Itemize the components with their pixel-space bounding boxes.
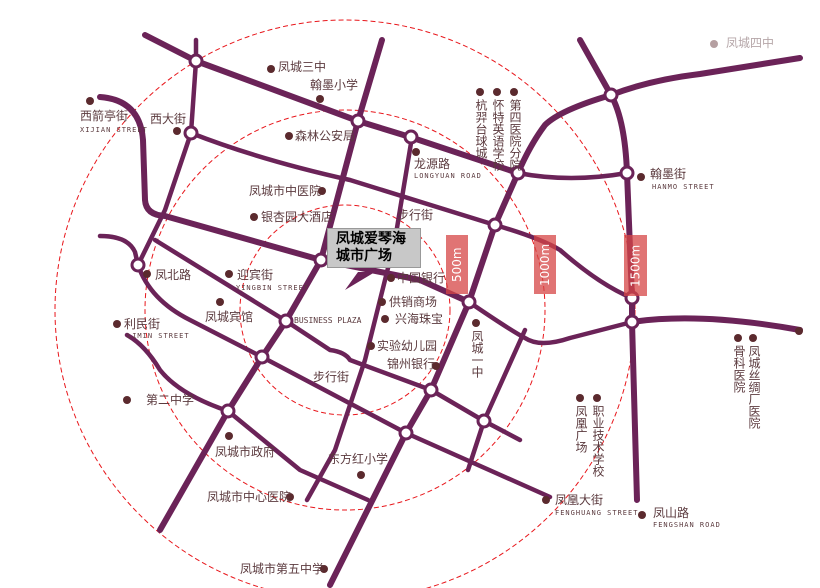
- street-label: 西大街: [150, 112, 187, 126]
- poi-dot[interactable]: [637, 173, 645, 181]
- street-label-en: XIJIAN STREET: [80, 126, 148, 134]
- poi-dot[interactable]: [510, 88, 518, 96]
- callout-pointer: [345, 272, 375, 290]
- street-label-en: FENGHUANG STREET: [555, 509, 639, 517]
- poi-dot[interactable]: [267, 65, 275, 73]
- poi-dot[interactable]: [378, 298, 386, 306]
- poi-label[interactable]: 凤城三中: [278, 60, 327, 74]
- road-longyuan-south: [304, 134, 415, 503]
- street-label: 利民街: [124, 317, 161, 331]
- poi-dot[interactable]: [143, 270, 151, 278]
- poi-label[interactable]: 中国银行: [397, 271, 446, 285]
- poi-dot[interactable]: [216, 298, 224, 306]
- poi-label[interactable]: 怀特英语学校: [491, 99, 505, 171]
- street-label-en: BUSINESS PLAZA: [294, 316, 362, 325]
- poi-dot[interactable]: [225, 270, 233, 278]
- poi-label[interactable]: 锦州银行: [387, 357, 436, 371]
- road-longyuan: [188, 130, 635, 301]
- street-label: 凤山路: [653, 506, 690, 520]
- project-callout[interactable]: 凤城爱琴海 城市广场: [327, 228, 421, 268]
- road-east: [629, 315, 803, 333]
- road-limin: [124, 332, 371, 503]
- poi-dot[interactable]: [367, 342, 375, 350]
- poi-label[interactable]: 凤城市中医院: [249, 184, 322, 198]
- poi-dot[interactable]: [113, 320, 121, 328]
- poi-label[interactable]: 银杏园大酒店: [261, 210, 334, 224]
- road-main-diagonal-east: [327, 92, 614, 588]
- poi-label[interactable]: 凤城市政府: [215, 445, 276, 459]
- street-label: 步行街: [397, 208, 434, 222]
- poi-label[interactable]: 凤城一中: [470, 330, 484, 378]
- poi-dot[interactable]: [286, 493, 294, 501]
- poi-label[interactable]: 供销商场: [389, 295, 438, 309]
- poi-dot[interactable]: [795, 327, 803, 335]
- poi-label[interactable]: 第四医院分院: [508, 99, 522, 171]
- street-label: 迎宾街: [237, 268, 274, 282]
- poi-label[interactable]: 兴海珠宝: [395, 312, 444, 326]
- distance-tag-500m: 500m: [446, 235, 468, 294]
- ring-1000m: [144, 109, 546, 511]
- poi-dot[interactable]: [123, 396, 131, 404]
- poi-dot[interactable]: [318, 187, 326, 195]
- poi-dot[interactable]: [542, 496, 550, 504]
- street-label: 翰墨街: [650, 167, 687, 181]
- poi-label[interactable]: 凤城市第五中学: [240, 562, 325, 576]
- poi-dot[interactable]: [357, 471, 365, 479]
- poi-dot[interactable]: [493, 88, 501, 96]
- poi-dot[interactable]: [285, 132, 293, 140]
- street-label: 西箭亭街: [80, 109, 129, 123]
- poi-dot[interactable]: [86, 97, 94, 105]
- poi-dot[interactable]: [225, 432, 233, 440]
- poi-label[interactable]: 凤城丝绸厂医院: [747, 345, 761, 429]
- poi-dot[interactable]: [412, 148, 420, 156]
- poi-dot[interactable]: [749, 334, 757, 342]
- poi-dot[interactable]: [472, 319, 480, 327]
- poi-label[interactable]: 森林公安局: [295, 129, 356, 143]
- poi-dot[interactable]: [638, 511, 646, 519]
- poi-dot[interactable]: [387, 274, 395, 282]
- poi-label[interactable]: 实验幼儿园: [377, 339, 438, 353]
- poi-label[interactable]: 凤城宾馆: [205, 310, 254, 324]
- street-label-en: FENGSHAN ROAD: [653, 521, 721, 529]
- poi-label[interactable]: 骨科医院: [732, 345, 746, 393]
- poi-dot[interactable]: [593, 394, 601, 402]
- poi-dot[interactable]: [734, 334, 742, 342]
- poi-dot[interactable]: [250, 213, 258, 221]
- street-label-en: LIMIN STREET: [127, 332, 190, 340]
- street-label-en: HANMO STREET: [652, 183, 715, 191]
- street-label: 凤北路: [155, 268, 192, 282]
- poi-label[interactable]: 第二中学: [146, 393, 195, 407]
- poi-label[interactable]: 职业技术学校: [591, 405, 605, 477]
- poi-label[interactable]: 凤城市中心医院: [207, 490, 292, 504]
- poi-dot[interactable]: [576, 394, 584, 402]
- street-label: 凤凰大街: [555, 493, 604, 507]
- distance-tag-1000m: 1000m: [534, 235, 556, 294]
- poi-dot[interactable]: [381, 315, 389, 323]
- poi-label[interactable]: 凤城四中: [726, 36, 775, 50]
- callout-line-2: 城市广场: [336, 248, 392, 264]
- road-yingbin: [152, 237, 523, 443]
- street-label: 龙源路: [414, 157, 451, 171]
- road-xidajie: [135, 37, 199, 268]
- poi-label[interactable]: 东方红小学: [328, 452, 389, 466]
- street-label: 步行街: [313, 370, 350, 384]
- callout-line-1: 凤城爱琴海: [336, 231, 406, 247]
- poi-label[interactable]: 杭羿台球城: [474, 99, 488, 159]
- distance-tag-1500m: 1500m: [624, 235, 647, 296]
- poi-dot[interactable]: [432, 362, 440, 370]
- poi-dot[interactable]: [173, 127, 181, 135]
- poi-label[interactable]: 凤凰广场: [574, 405, 588, 453]
- road-east-link: [466, 299, 635, 346]
- road-northeast: [608, 55, 803, 98]
- street-label-en: LONGYUAN ROAD: [414, 172, 482, 180]
- street-label-en: YINGBIN STREET: [236, 284, 310, 292]
- poi-dot[interactable]: [710, 40, 718, 48]
- poi-label[interactable]: 翰墨小学: [310, 78, 359, 92]
- poi-dot[interactable]: [320, 565, 328, 573]
- road-hanmo: [515, 170, 630, 181]
- intersection-nodes: [130, 53, 640, 441]
- poi-dot[interactable]: [316, 95, 324, 103]
- poi-dot[interactable]: [476, 88, 484, 96]
